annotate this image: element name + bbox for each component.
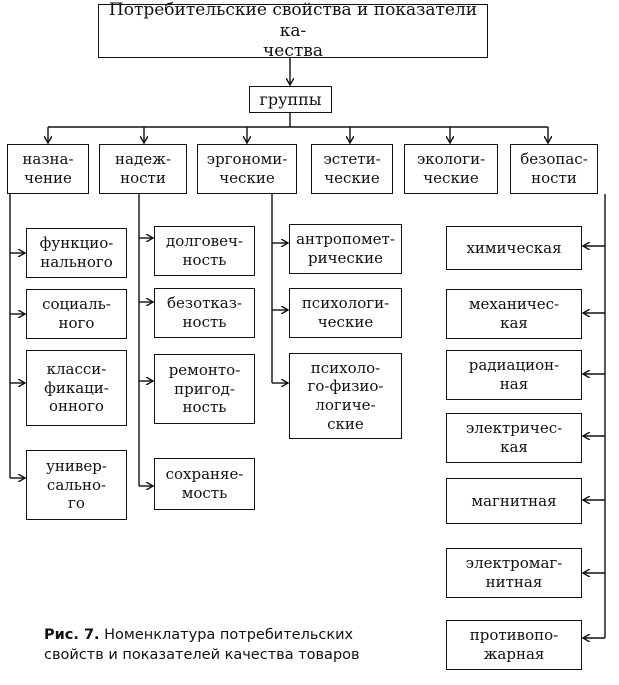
reliability-item-storability: сохраняе- мость <box>154 458 255 510</box>
ergonomic-item-anthropometric: антропомет- рические <box>289 224 402 274</box>
safety-item-chemical: химическая <box>446 226 582 270</box>
safety-item-electrical: электричес- кая <box>446 413 582 463</box>
purpose-item-classification: класси- фикаци- онного <box>26 350 127 426</box>
reliability-item-failure-free: безотказ- ность <box>154 288 255 338</box>
ergonomic-item-psychological: психологи- ческие <box>289 288 402 338</box>
figure-caption: Рис. 7. Номенклатура потребительских сво… <box>44 626 424 665</box>
reliability-item-durability: долговеч- ность <box>154 226 255 276</box>
category-aesthetic: эстети- ческие <box>311 144 393 194</box>
safety-item-electromagnetic: электромаг- нитная <box>446 548 582 598</box>
groups-box: группы <box>249 86 332 113</box>
caption-text: Номенклатура потребительских свойств и п… <box>44 627 360 663</box>
category-ergonomic: эргономи- ческие <box>197 144 297 194</box>
safety-item-magnetic: магнитная <box>446 478 582 524</box>
reliability-item-maintainability: ремонто- пригод- ность <box>154 354 255 424</box>
safety-item-mechanical: механичес- кая <box>446 289 582 339</box>
title-box: Потребительские свойства и показатели ка… <box>98 0 488 61</box>
caption-label: Рис. 7. <box>44 627 100 643</box>
category-ecological: экологи- ческие <box>404 144 498 194</box>
category-safety: безопас- ности <box>510 144 598 194</box>
safety-item-radiation: радиацион- ная <box>446 350 582 400</box>
purpose-item-functional: функцио- нального <box>26 228 127 278</box>
purpose-item-universal: универ- сально- го <box>26 450 127 520</box>
purpose-item-social: социаль- ного <box>26 289 127 339</box>
safety-item-fire: противопо- жарная <box>446 620 582 670</box>
ergonomic-item-psychophysiological: психоло- го-физио- логиче- ские <box>289 353 402 439</box>
category-purpose: назна- чение <box>7 144 89 194</box>
category-reliability: надеж- ности <box>99 144 187 194</box>
